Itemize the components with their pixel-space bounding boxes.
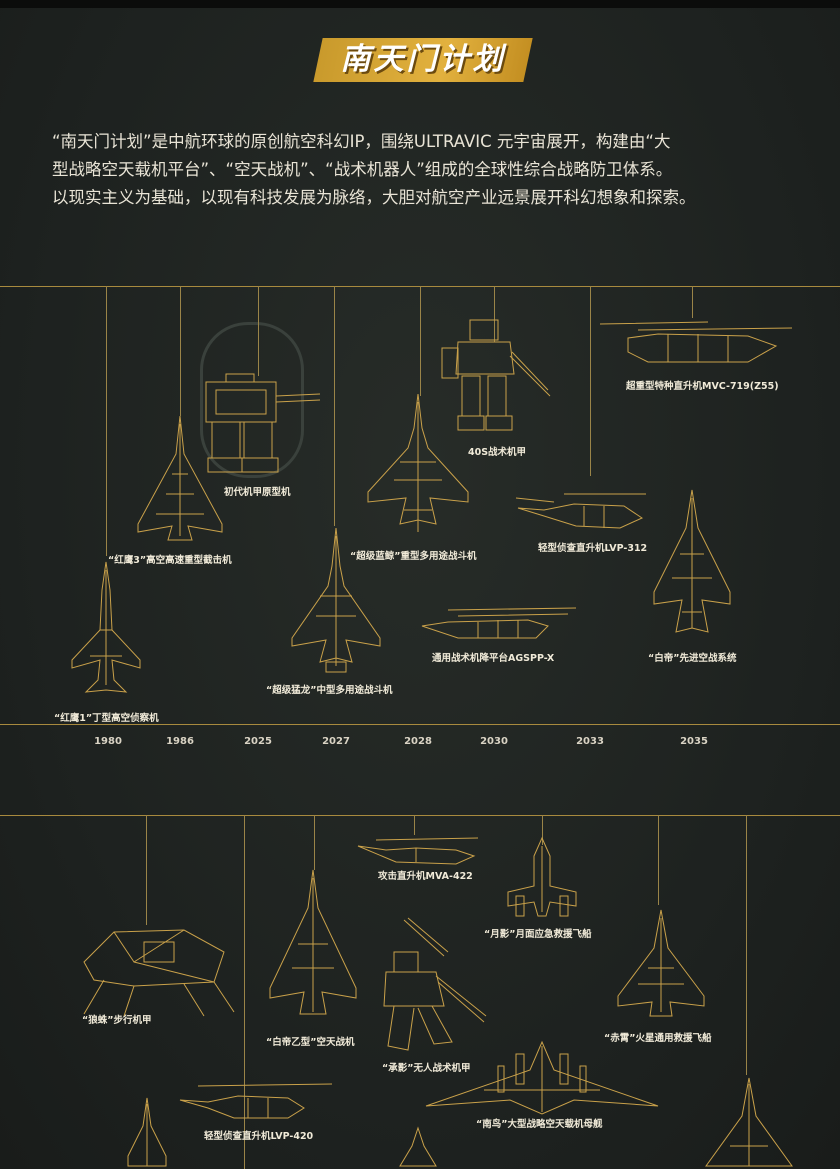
chengying-mech-icon bbox=[374, 916, 488, 1056]
year-label: 2028 bbox=[404, 736, 432, 747]
page-title: 南天门计划 bbox=[340, 42, 506, 77]
hongying1-aircraft-icon bbox=[70, 560, 142, 700]
leader-line bbox=[258, 286, 259, 376]
partial-aircraft-icon bbox=[398, 1126, 438, 1168]
agspp-label: 通用战术机降平台AGSPP-X bbox=[432, 653, 555, 664]
leader-line bbox=[244, 815, 245, 1169]
leader-line bbox=[658, 815, 659, 905]
nanniao-label: “南鸟”大型战略空天载机母舰 bbox=[476, 1119, 603, 1130]
year-label: 2033 bbox=[576, 736, 604, 747]
intro-line-1: “南天门计划”是中航环球的原创航空科幻IP，围绕ULTRAVIC 元宇宙展开，构… bbox=[52, 132, 671, 151]
decorative-frame bbox=[200, 322, 304, 478]
timeline1-bottom-rule bbox=[0, 724, 840, 725]
leader-line bbox=[106, 286, 107, 556]
baidi-yi-label: “白帝乙型”空天战机 bbox=[266, 1037, 355, 1048]
baidi-yi-aircraft-icon bbox=[268, 868, 358, 1018]
partial-aircraft-icon bbox=[704, 1076, 794, 1168]
top-bar bbox=[0, 0, 840, 8]
leader-line bbox=[542, 815, 543, 845]
hongying3-aircraft-icon bbox=[136, 414, 224, 544]
chaoji-lanjing-label: “超级蓝鲸”重型多用途战斗机 bbox=[350, 551, 477, 562]
leader-line bbox=[746, 815, 747, 1075]
year-label: 2030 bbox=[480, 736, 508, 747]
lvp312-helicopter-icon bbox=[514, 488, 648, 532]
lvp420-label: 轻型侦查直升机LVP-420 bbox=[204, 1131, 314, 1142]
leader-line bbox=[414, 815, 415, 835]
chaoji-menglong-label: “超级猛龙”中型多用途战斗机 bbox=[266, 685, 393, 696]
intro-line-3: 以现实主义为基础，以现有科技发展为脉络，大胆对航空产业远景展开科幻想象和探索。 bbox=[52, 188, 696, 207]
year-label: 1980 bbox=[94, 736, 122, 747]
mva422-label: 攻击直升机MVA-422 bbox=[378, 871, 473, 882]
intro-line-2: 型战略空天载机平台”、“空天战机”、“战术机器人”组成的全球性综合战略防卫体系。 bbox=[52, 160, 673, 179]
leader-line bbox=[180, 286, 181, 416]
baidi-label: “白帝”先进空战系统 bbox=[648, 653, 737, 664]
year-label: 2027 bbox=[322, 736, 350, 747]
year-label: 2035 bbox=[680, 736, 708, 747]
leader-line bbox=[146, 815, 147, 925]
intro-text: “南天门计划”是中航环球的原创航空科幻IP，围绕ULTRAVIC 元宇宙展开，构… bbox=[52, 128, 797, 212]
hongying3-label: “红鹰3”高空高速重型截击机 bbox=[108, 555, 232, 566]
timeline2-top-rule bbox=[0, 815, 840, 816]
leader-line bbox=[334, 286, 335, 526]
mech-prototype-label: 初代机甲原型机 bbox=[224, 487, 291, 498]
leader-line bbox=[692, 286, 693, 318]
leader-line bbox=[420, 286, 421, 396]
chaoji-menglong-aircraft-icon bbox=[290, 526, 382, 674]
partial-aircraft-icon bbox=[126, 1096, 168, 1168]
chixiao-label: “赤霄”火星通用救援飞船 bbox=[604, 1033, 712, 1044]
yueying-spacecraft-icon bbox=[506, 836, 578, 918]
mech-40s-label: 40S战术机甲 bbox=[468, 447, 527, 458]
agspp-helicopter-icon bbox=[418, 604, 578, 644]
year-label: 1986 bbox=[166, 736, 194, 747]
mvc719-helicopter-icon bbox=[598, 318, 794, 368]
year-label: 2025 bbox=[244, 736, 272, 747]
lvp312-label: 轻型侦查直升机LVP-312 bbox=[538, 543, 648, 554]
baidi-aircraft-icon bbox=[652, 488, 732, 638]
yueying-label: “月影”月面应急救援飞船 bbox=[484, 929, 592, 940]
hongying1-label: “红鹰1”丁型高空侦察机 bbox=[54, 713, 159, 724]
langzhu-mech-icon bbox=[74, 922, 236, 1018]
langzhu-label: “狼蛛”步行机甲 bbox=[82, 1015, 152, 1026]
mech-40s-icon bbox=[440, 318, 552, 436]
nanniao-mothership-icon bbox=[424, 1040, 660, 1116]
mech-prototype-icon bbox=[198, 372, 322, 476]
mva422-helicopter-icon bbox=[356, 836, 480, 866]
chixiao-spacecraft-icon bbox=[616, 908, 706, 1018]
leader-line bbox=[314, 815, 315, 870]
mvc719-label: 超重型特种直升机MVC-719(Z55) bbox=[626, 381, 779, 392]
chengying-label: “承影”无人战术机甲 bbox=[382, 1063, 471, 1074]
chaoji-lanjing-aircraft-icon bbox=[366, 392, 470, 540]
leader-line bbox=[494, 286, 495, 342]
leader-line bbox=[590, 286, 591, 476]
lvp420-helicopter-icon bbox=[178, 1082, 334, 1122]
